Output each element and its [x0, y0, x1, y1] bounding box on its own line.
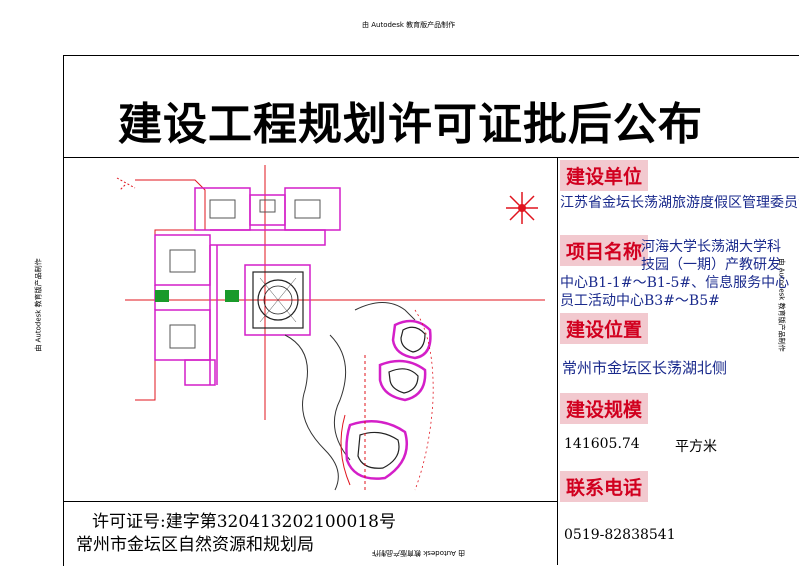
document-frame [63, 55, 799, 566]
scale-unit: 平方米 [675, 439, 717, 455]
site-plan-drawing [116, 165, 545, 491]
label-scale: 建设规模 [560, 393, 649, 424]
project-name-line1: 河海大学长荡湖大学科 [641, 239, 781, 255]
project-name-line3: 中心B1-1#～B1-5#、信息服务中心 [560, 275, 790, 291]
divider-title [63, 157, 799, 158]
label-phone: 联系电话 [560, 471, 649, 502]
divider-footer [63, 501, 558, 502]
scale-number: 141605.74 [564, 436, 640, 452]
watermark-left: 由 Autodesk 教育版产品制作 [34, 258, 43, 352]
phone-value: 0519-82838541 [564, 527, 676, 543]
location-value: 常州市金坛区长荡湖北侧 [562, 359, 728, 377]
label-location: 建设位置 [560, 313, 649, 344]
permit-number: 许可证号:建字第320413202100018号 [92, 512, 396, 532]
issuing-authority: 常州市金坛区自然资源和规划局 [76, 535, 314, 555]
north-arrow-icon [506, 192, 538, 224]
project-name-line2: 技园（一期）产教研发 [641, 257, 781, 273]
watermark-top: 由 Autodesk 教育版产品制作 [362, 21, 456, 29]
page-title: 建设工程规划许可证批后公布 [118, 99, 703, 150]
label-construction-unit: 建设单位 [560, 160, 649, 191]
project-name-line4: 员工活动中心B3#～B5# [560, 293, 720, 309]
label-project-name: 项目名称 [560, 235, 649, 266]
divider-panel [557, 157, 558, 565]
construction-unit-value: 江苏省金坛长荡湖旅游度假区管理委员会 [560, 195, 799, 211]
